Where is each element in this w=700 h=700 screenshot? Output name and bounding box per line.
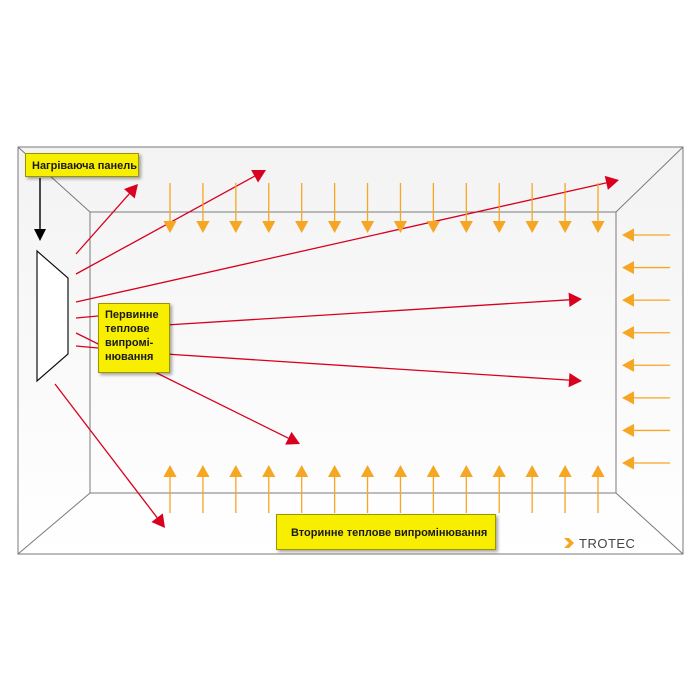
secondary-arrow-top — [295, 183, 309, 233]
secondary-arrows — [163, 183, 670, 513]
secondary-arrow-bottom — [558, 465, 572, 513]
secondary-arrow-right — [622, 391, 670, 405]
secondary-arrow-right — [622, 423, 670, 438]
primary-ray-arrow — [149, 292, 582, 327]
secondary-arrow-top — [459, 183, 473, 233]
secondary-arrow-bottom — [360, 465, 375, 513]
corner-line-bottom-left — [17, 492, 91, 555]
secondary-arrow-bottom — [262, 465, 276, 513]
secondary-radiation-label: Вторинне теплове випромінювання — [276, 514, 496, 550]
secondary-arrow-bottom — [591, 465, 605, 513]
secondary-arrow-top — [196, 183, 210, 233]
secondary-arrow-top — [591, 183, 605, 233]
primary-ray-stub — [75, 345, 99, 349]
panel-pointer-arrowhead — [34, 229, 46, 241]
secondary-arrow-top — [393, 183, 408, 233]
primary-ray-arrow — [75, 184, 138, 255]
secondary-arrow-top — [492, 183, 506, 233]
secondary-arrow-bottom — [295, 465, 309, 513]
secondary-arrow-top — [229, 183, 243, 233]
secondary-arrow-right — [622, 358, 670, 372]
heating-panel-label: Нагріваюча панель — [25, 153, 139, 177]
primary-radiation-line-3: випромі- — [105, 337, 154, 349]
secondary-arrow-right — [622, 456, 670, 470]
secondary-arrow-top — [360, 183, 375, 233]
secondary-arrow-top — [426, 183, 440, 233]
primary-ray-stub — [75, 315, 99, 319]
secondary-arrow-bottom — [426, 465, 440, 513]
heating-panel — [36, 249, 69, 383]
secondary-arrow-top — [558, 183, 572, 233]
secondary-arrow-right — [622, 228, 670, 242]
room-back-wall — [89, 211, 617, 494]
trotec-chevron-icon — [562, 536, 576, 550]
secondary-arrow-bottom — [492, 465, 506, 513]
primary-ray-arrow — [75, 175, 619, 303]
trotec-logo: TROTEC — [562, 535, 635, 551]
primary-radiation-line-4: нювання — [105, 351, 154, 363]
secondary-arrow-bottom — [525, 465, 539, 513]
secondary-arrow-top — [328, 183, 342, 233]
secondary-arrow-bottom — [163, 465, 177, 513]
secondary-arrow-right — [622, 293, 670, 307]
corner-line-bottom-right — [615, 492, 684, 555]
primary-radiation-line-1: Первинне — [105, 309, 159, 321]
secondary-arrow-right — [622, 326, 670, 340]
secondary-arrow-top — [262, 183, 276, 233]
secondary-arrow-bottom — [229, 465, 243, 513]
secondary-arrow-bottom — [328, 465, 342, 513]
secondary-arrow-right — [622, 260, 670, 275]
primary-ray-arrow — [54, 383, 165, 528]
primary-ray-arrow — [75, 169, 266, 275]
secondary-arrow-bottom — [393, 465, 408, 513]
secondary-arrow-bottom — [196, 465, 210, 513]
secondary-arrow-top — [163, 183, 177, 233]
trotec-logo-text: TROTEC — [579, 535, 636, 551]
secondary-arrow-bottom — [459, 465, 473, 513]
secondary-arrow-top — [525, 183, 539, 233]
primary-radiation-label: Первинне теплове випромі- нювання — [98, 303, 170, 373]
primary-radiation-line-2: теплове — [105, 323, 150, 335]
corner-line-top-right — [615, 146, 684, 213]
primary-ray-arrow — [149, 352, 582, 388]
